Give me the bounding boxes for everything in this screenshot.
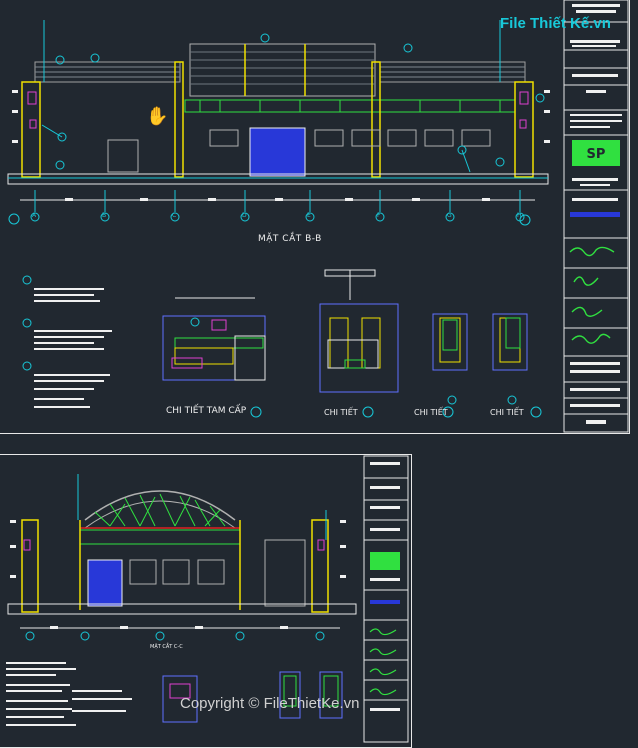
grid-label: A [32, 212, 37, 219]
bottom-details [162, 671, 343, 723]
section-c-c-drawing [7, 474, 357, 641]
blue-door [249, 127, 306, 177]
notes-list-top [22, 275, 112, 408]
grid-label: E [307, 212, 311, 219]
grid-label: C [172, 212, 177, 219]
detail-label-4: CHI TIẾT [490, 408, 524, 417]
svg-text:SP: SP [587, 147, 606, 162]
detail-label-3: CHI TIẾT [414, 408, 448, 417]
watermark-logo: File Thiết Kế.vn [500, 12, 618, 42]
grid-label: G [447, 212, 452, 219]
detail-callout-circles [250, 406, 542, 418]
notes-list-bottom [6, 662, 132, 726]
detail-label-tam-cap: CHI TIẾT TAM CẤP [166, 406, 247, 416]
copyright-text: Copyright © FileThietKe.vn [180, 695, 360, 712]
blue-stamp-band [570, 212, 620, 217]
grid-label: D [242, 212, 247, 219]
detail-tam-cap-drawing [162, 297, 266, 381]
section-b-b-title: MẶT CẮT B-B [258, 234, 322, 244]
top-title-block [563, 0, 629, 433]
bottom-drawing-sheet [0, 454, 412, 748]
bottom-title-block [363, 455, 409, 743]
detail-4-drawing [492, 313, 528, 405]
grid-label: B [102, 212, 107, 219]
grid-label: F [377, 212, 381, 219]
signatures-top [569, 246, 615, 344]
grid-label: H [517, 212, 522, 219]
detail-column-base-drawing [319, 269, 399, 393]
top-title-block-logo: SP [572, 140, 620, 166]
watermark-logo-text: File Thiết Kế.vn [500, 15, 611, 32]
detail-3-drawing [432, 313, 468, 405]
blue-door-bottom [87, 559, 123, 607]
detail-label-2: CHI TIẾT [324, 408, 358, 417]
hand-cursor-icon: ✋ [146, 105, 168, 127]
section-c-c-title: MẶT CẮT C-C [150, 644, 183, 650]
section-b-b-drawing: ✋ [7, 20, 550, 226]
top-title-block-text [570, 4, 622, 424]
